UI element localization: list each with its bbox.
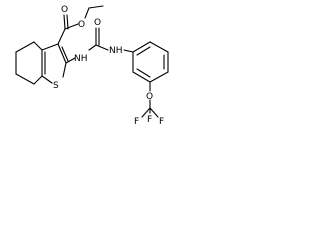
benzene-ring xyxy=(132,41,169,83)
thiophene-ring xyxy=(41,43,69,84)
atom-label-urea-nh-left: NH xyxy=(74,54,88,64)
atom-label-carbonyl-o: O xyxy=(61,5,68,15)
atom-label-f-top: F xyxy=(147,115,152,125)
ethyl-ester-group xyxy=(57,5,104,45)
trifluoromethoxy-group xyxy=(141,81,159,118)
cyclohexane-ring xyxy=(15,41,43,85)
urea-linker xyxy=(65,27,134,64)
atom-label-urea-nh-right: NH xyxy=(109,46,123,56)
atom-label-f-right: F xyxy=(159,117,164,127)
atom-label-ester-o: O xyxy=(78,20,85,30)
atom-label-urea-o: O xyxy=(94,18,101,28)
molecule-structure-diagram: O O S NH O NH O F F F xyxy=(15,5,169,127)
atom-label-f-left: F xyxy=(134,117,139,127)
atom-label-aryl-ether-o: O xyxy=(146,92,153,102)
atom-label-thiophene-s: S xyxy=(53,81,59,91)
